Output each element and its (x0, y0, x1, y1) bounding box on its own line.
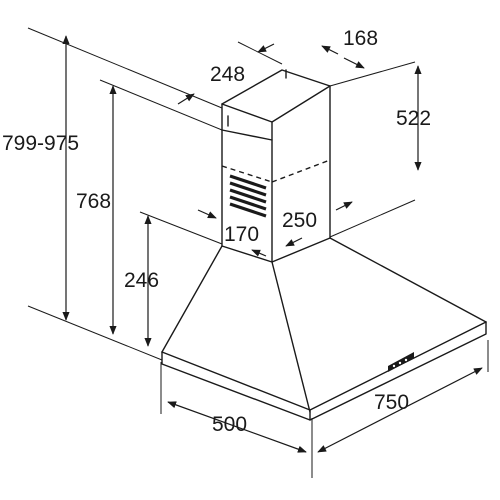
label-duct-upper-height: 522 (396, 107, 431, 130)
dim-170-b (251, 249, 267, 257)
label-hood-height: 768 (76, 190, 111, 213)
dim-170-a (197, 209, 217, 219)
dim-250-a (285, 237, 303, 247)
control-panel (388, 352, 414, 372)
dim-250-b (335, 201, 353, 211)
ext-522-bottom (329, 199, 416, 238)
label-canopy-height: 246 (124, 269, 159, 292)
dimension-labels: 799-975 768 246 248 168 522 170 250 500 … (2, 27, 431, 436)
dim-168-a (321, 45, 339, 55)
chimney-duct (221, 69, 331, 263)
label-duct-width-top: 168 (343, 27, 378, 50)
label-hood-depth: 500 (212, 413, 247, 436)
duct-dashed-front (221, 165, 273, 183)
label-duct-depth-bottom: 170 (224, 223, 259, 246)
ext-248-top (237, 41, 283, 65)
duct-joint (221, 129, 273, 141)
label-duct-width-bottom: 250 (282, 209, 317, 232)
ext-top-left (27, 27, 223, 109)
exhaust-grille (229, 174, 267, 218)
dim-248-a (257, 43, 275, 53)
dim-168-b (343, 57, 365, 69)
dim-500 (167, 401, 307, 453)
ext-bottom-left (27, 305, 163, 361)
ext-768-top (99, 79, 223, 131)
hood-canopy (161, 237, 487, 421)
duct-dashed-side (271, 159, 331, 183)
label-total-height: 799-975 (2, 132, 79, 155)
label-hood-width: 750 (374, 391, 409, 414)
label-duct-depth: 248 (210, 63, 245, 86)
ext-246-top (139, 211, 223, 245)
dim-750 (317, 367, 483, 453)
dim-248-b (177, 93, 195, 105)
dimension-lines (62, 35, 483, 453)
ext-168-right (329, 61, 416, 87)
